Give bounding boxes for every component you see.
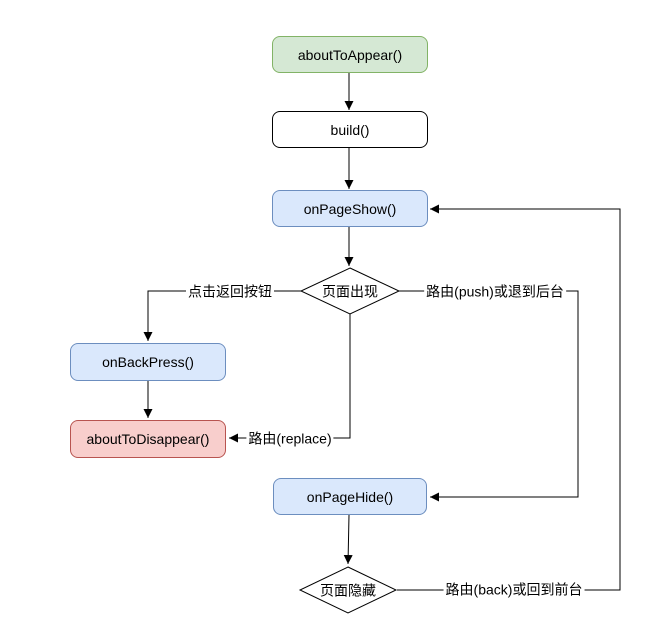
node-on-page-hide-label: onPageHide() [306, 488, 394, 505]
edge-label-route-back: 路由(back)或回到前台 [443, 581, 585, 599]
node-on-back-press-label: onBackPress() [102, 354, 194, 370]
edge-label-route-replace: 路由(replace) [246, 430, 334, 448]
decision-page-hidden-label: 页面隐藏 [320, 582, 376, 599]
edge-label-back-button: 点击返回按钮 [186, 283, 274, 301]
node-about-to-appear: aboutToAppear() [272, 36, 428, 73]
decision-page-appear-label: 页面出现 [322, 283, 378, 300]
node-on-page-hide: onPageHide() [273, 478, 427, 515]
node-on-page-show: onPageShow() [272, 190, 428, 227]
arrow-pageappear-to-onpagehide [399, 290, 579, 502]
decision-page-appear-shape [299, 267, 401, 315]
edge-label-route-push: 路由(push)或退到后台 [424, 283, 566, 301]
node-build: build() [272, 111, 428, 148]
node-about-to-disappear-label: aboutToDisappear() [86, 431, 210, 447]
node-build-label: build() [330, 121, 370, 138]
node-about-to-appear-label: aboutToAppear() [297, 46, 403, 63]
node-about-to-disappear: aboutToDisappear() [70, 420, 226, 458]
decision-page-hidden-shape [298, 566, 398, 614]
arrow-pageappear-to-abouttodisappear [229, 314, 351, 443]
node-on-page-show-label: onPageShow() [303, 200, 397, 217]
arrow-pagehidden-to-onpageshow [397, 204, 621, 591]
arrow-onpagehide-to-pagehidden [343, 514, 353, 565]
node-on-back-press: onBackPress() [70, 343, 226, 381]
